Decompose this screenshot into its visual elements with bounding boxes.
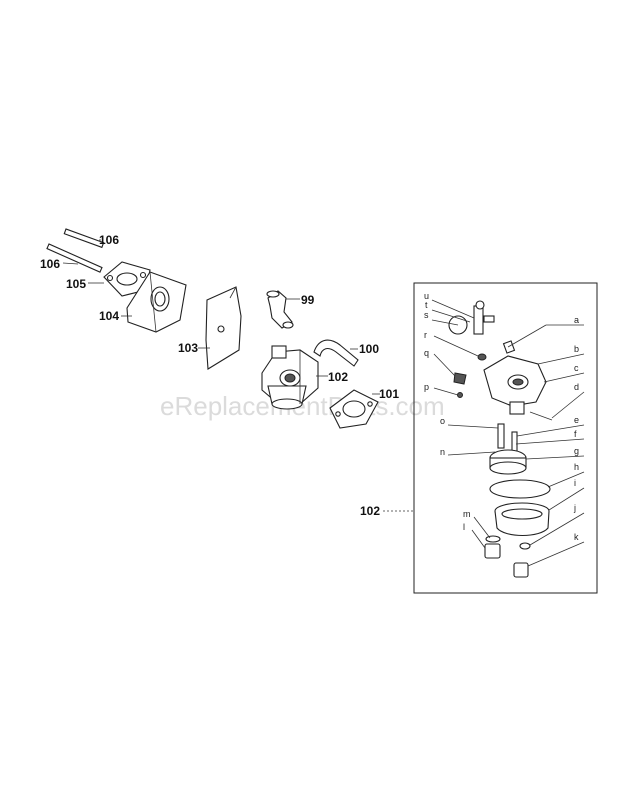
letter-h: h <box>574 462 579 472</box>
letter-u: u <box>424 291 429 301</box>
elbow-99[interactable] <box>266 290 294 329</box>
callout-101: 101 <box>379 387 399 401</box>
drain-screw-k[interactable] <box>513 562 529 578</box>
pin-d[interactable] <box>529 411 553 421</box>
carburetor-102[interactable] <box>261 345 319 410</box>
gasket-101[interactable] <box>329 389 379 429</box>
letter-q: q <box>424 348 429 358</box>
letter-f: f <box>574 429 577 439</box>
hose-100[interactable] <box>313 339 359 367</box>
letter-t: t <box>425 300 428 310</box>
letter-l: l <box>463 522 465 532</box>
washer-m[interactable] <box>485 535 501 543</box>
letter-s: s <box>424 310 429 320</box>
carburetor-detail-box <box>413 282 598 594</box>
screw-p[interactable] <box>457 392 463 398</box>
screw-r[interactable] <box>477 353 487 361</box>
callout-106-upper: 106 <box>99 233 119 247</box>
letter-a: a <box>574 315 579 325</box>
letter-n: n <box>440 447 445 457</box>
letter-j: j <box>573 503 576 513</box>
nozzle-o[interactable] <box>497 423 505 449</box>
float-g[interactable] <box>489 449 527 475</box>
letter-k: k <box>574 532 579 542</box>
stud-106-lower[interactable] <box>46 243 103 273</box>
letter-g: g <box>574 446 579 456</box>
gasket-h[interactable] <box>489 479 551 499</box>
letter-c: c <box>574 363 579 373</box>
callout-102-detail: 102 <box>360 504 380 518</box>
letter-e: e <box>574 415 579 425</box>
washer-j[interactable] <box>519 542 531 550</box>
letter-m: m <box>463 509 471 519</box>
letter-b: b <box>574 344 579 354</box>
callout-99: 99 <box>301 293 315 307</box>
fitting-a[interactable] <box>502 340 516 354</box>
heat-shield-103[interactable] <box>205 286 242 370</box>
bolt-l[interactable] <box>484 543 501 559</box>
letter-o: o <box>440 416 445 426</box>
letter-i: i <box>574 478 576 488</box>
letter-p: p <box>424 382 429 392</box>
callout-104: 104 <box>99 309 119 323</box>
callout-103: 103 <box>178 341 198 355</box>
letter-r: r <box>424 330 427 340</box>
float-bowl-i[interactable] <box>494 502 550 537</box>
gasket-105[interactable] <box>103 261 151 297</box>
choke-shaft-u[interactable] <box>473 300 495 335</box>
needle-q[interactable] <box>453 372 467 385</box>
letter-d: d <box>574 382 579 392</box>
spring-e[interactable] <box>511 431 518 453</box>
callout-106-lower: 106 <box>40 257 60 271</box>
stud-106-upper[interactable] <box>63 228 105 249</box>
spacer-104[interactable] <box>126 271 187 333</box>
callout-102: 102 <box>328 370 348 384</box>
callout-105: 105 <box>66 277 86 291</box>
carb-body-b[interactable] <box>483 355 547 415</box>
callout-100: 100 <box>359 342 379 356</box>
